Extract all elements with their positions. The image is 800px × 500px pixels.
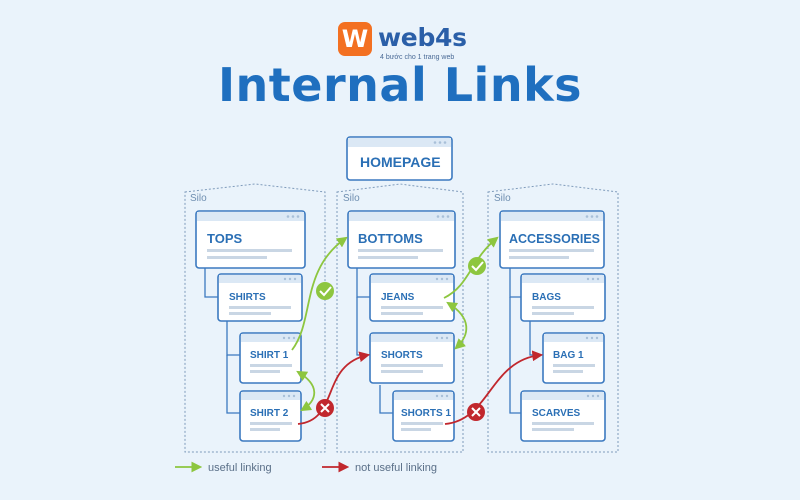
page-label-jeans: JEANS (381, 292, 415, 303)
page-box-tops: TOPS (195, 210, 306, 269)
page-box-shirt-1: SHIRT 1 (239, 332, 302, 384)
silo-label: Silo (190, 193, 207, 204)
cross-icon (467, 403, 485, 421)
page-label-shirt-1: SHIRT 1 (250, 350, 289, 361)
page-title: Internal Links (217, 58, 583, 112)
page-label-shirt-2: SHIRT 2 (250, 408, 289, 419)
page-label-bags: BAGS (532, 292, 561, 303)
page-box-bottoms: BOTTOMS (347, 210, 456, 269)
page-label-shorts: SHORTS (381, 350, 423, 361)
page-label-tops: TOPS (207, 231, 242, 246)
silo-outline-tops: Silo (184, 183, 326, 453)
page-label-bottoms: BOTTOMS (358, 231, 423, 246)
page-box-accessories: ACCESSORIES (499, 210, 605, 269)
silo-label: Silo (494, 193, 511, 204)
not-useful-link-arrow (444, 350, 544, 425)
legend-not-useful-label: not useful linking (355, 462, 437, 474)
logo-name: web4s (378, 23, 467, 52)
logo-badge-icon: W (338, 22, 372, 56)
page-box-shorts: SHORTS (369, 332, 455, 384)
legend: useful linking not useful linking (175, 461, 437, 474)
silo-outline-accessories: Silo (487, 183, 619, 453)
page-label-accessories: ACCESSORIES (509, 232, 600, 246)
not-useful-links (297, 350, 544, 425)
check-icon (468, 257, 486, 275)
page-box-shirt-2: SHIRT 2 (239, 390, 302, 442)
page-label-shirts: SHIRTS (229, 292, 266, 303)
page-box-shirts: SHIRTS (217, 273, 303, 322)
useful-link-arrow (291, 236, 348, 351)
useful-link-arrow (446, 301, 468, 350)
web4s-logo: W web4s 4 bước cho 1 trang web (338, 22, 468, 64)
page-box-bag-1: BAG 1 (542, 332, 605, 384)
check-icon (316, 282, 334, 300)
page-label-bag-1: BAG 1 (553, 350, 584, 361)
page-box-scarves: SCARVES (520, 390, 606, 442)
not-useful-link-arrow (297, 351, 371, 425)
page-label-shorts-1: SHORTS 1 (401, 408, 451, 419)
homepage-label: HOMEPAGE (360, 154, 441, 170)
legend-useful-label: useful linking (208, 462, 272, 474)
page-box-jeans: JEANS (369, 273, 455, 322)
useful-link-arrow (296, 370, 316, 412)
page-box-shorts-1: SHORTS 1 (392, 390, 455, 442)
logo-tagline: 4 bước cho 1 trang web (380, 54, 455, 61)
cross-icon (316, 399, 334, 417)
silo-label: Silo (343, 193, 360, 204)
page-label-scarves: SCARVES (532, 408, 580, 419)
homepage-box: HOMEPAGE (346, 136, 453, 181)
page-box-bags: BAGS (520, 273, 606, 322)
